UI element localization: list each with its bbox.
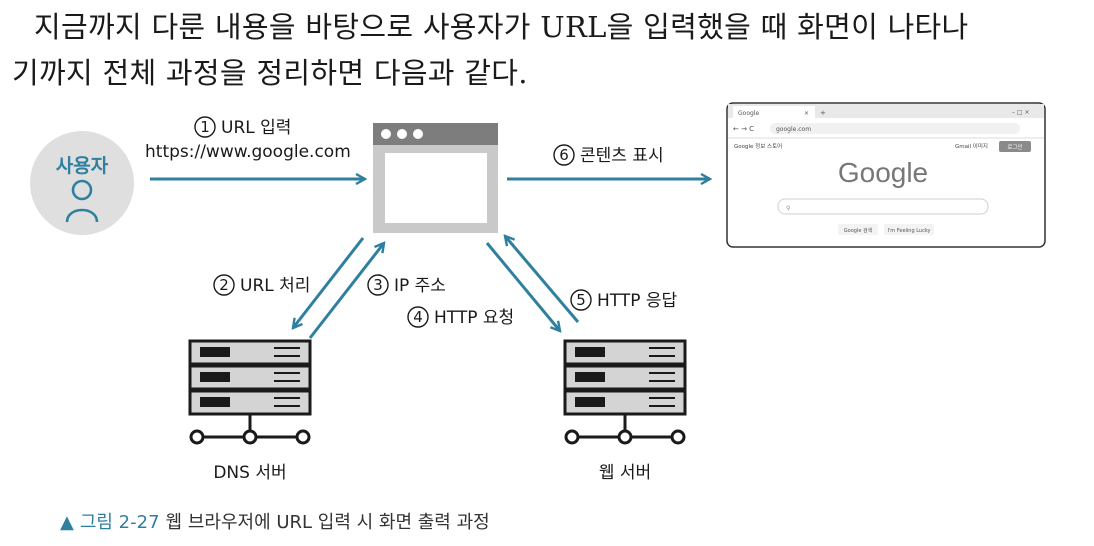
step-1-label: 1 URL 입력 https://www.google.com [145, 116, 351, 162]
screenshot-right-links: Gmail 이미지 [955, 142, 988, 150]
svg-text:×: × [804, 110, 809, 117]
screenshot-address: google.com [776, 126, 811, 133]
svg-text:← → C: ← → C [733, 125, 754, 133]
screenshot-login: 로그인 [1007, 144, 1022, 151]
screenshot-tab-title: Google [738, 110, 759, 117]
caption-triangle-icon: ▲ [60, 512, 74, 533]
screenshot-top-links: Google 정보 스토어 [734, 142, 782, 150]
step-3-label: 3 IP 주소 [367, 274, 446, 296]
svg-text:– □ ×: – □ × [1012, 109, 1030, 116]
step-5-number: 5 [576, 291, 586, 309]
step-2-label: 2 URL 처리 [213, 274, 310, 296]
arrow-browser-to-web [485, 242, 560, 331]
dns-server-icon [188, 339, 312, 445]
step-2-number: 2 [219, 276, 229, 294]
browser-window-icon [373, 123, 498, 233]
screenshot-logo: Google [838, 157, 928, 188]
step-5-label: 5 HTTP 응답 [570, 289, 678, 311]
step-2-text: URL 처리 [240, 276, 310, 296]
svg-text:⚲: ⚲ [786, 205, 790, 212]
web-server-icon [563, 339, 687, 445]
intro-line-1: 지금까지 다룬 내용을 바탕으로 사용자가 URL을 입력했을 때 화면이 나타… [34, 10, 969, 44]
screenshot-btn-lucky: I'm Feeling Lucky [887, 228, 930, 234]
user-node: 사용자 [30, 131, 134, 235]
step-4-label: 4 HTTP 요청 [407, 306, 514, 328]
dns-server-label: DNS 서버 [213, 463, 286, 483]
step-3-text: IP 주소 [394, 276, 446, 296]
person-icon [65, 179, 99, 223]
step-6-label: 6 콘텐츠 표시 [553, 144, 664, 166]
step-5-text: HTTP 응답 [597, 291, 678, 311]
user-label: 사용자 [56, 155, 109, 177]
step-3-number: 3 [373, 276, 383, 294]
step-4-text: HTTP 요청 [434, 308, 514, 328]
step-4-number: 4 [413, 308, 423, 326]
google-screenshot: Google × + – □ × ← → C google.com Google… [726, 102, 1046, 248]
intro-line-2: 기까지 전체 과정을 정리하면 다음과 같다. [12, 56, 528, 90]
arrow-web-to-browser [505, 236, 580, 323]
step-6-text: 콘텐츠 표시 [580, 146, 664, 166]
arrow-dns-to-browser [308, 243, 384, 339]
caption-figure-number: 그림 2-27 [79, 512, 160, 533]
step-1-number: 1 [200, 118, 210, 136]
intro-paragraph: 지금까지 다룬 내용을 바탕으로 사용자가 URL을 입력했을 때 화면이 나타… [12, 4, 1087, 96]
arrow-browser-to-dns [293, 237, 365, 328]
svg-text:+: + [820, 109, 826, 117]
caption-text: 웹 브라우저에 URL 입력 시 화면 출력 과정 [165, 512, 490, 533]
step-6-number: 6 [559, 146, 569, 164]
step-1-text: URL 입력 [221, 118, 291, 138]
screenshot-btn-search: Google 검색 [844, 227, 873, 234]
step-1-url: https://www.google.com [145, 142, 351, 162]
web-server-label: 웹 서버 [599, 463, 651, 483]
